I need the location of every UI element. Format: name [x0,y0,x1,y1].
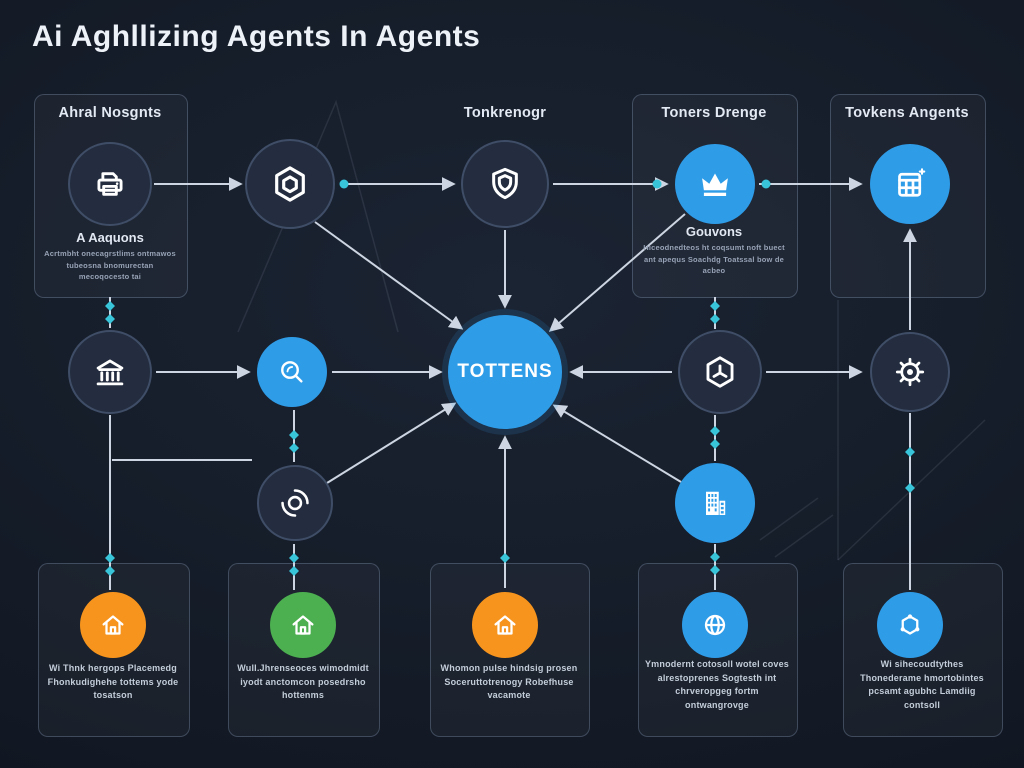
node-search [257,337,327,407]
node-house-1 [80,592,146,658]
node-hexagon [678,330,762,414]
cube-hexagon-icon [275,166,305,202]
card-3 [430,563,590,737]
panel-agents-body: Acrtmbht onecagrstlims ontmawos tubeosna… [44,249,176,282]
globe-arrows-icon [281,489,309,517]
node-gear [870,332,950,412]
node-agents [68,142,152,226]
card-3-body: Whomon pulse hindsig prosen Soceruttotre… [440,663,578,700]
calculator-icon [898,168,926,197]
node-house-3 [472,592,538,658]
printer-icon [97,172,123,196]
panel-governs-body: Hiceodnedteos ht coqsumt noft buect ant … [643,243,785,276]
building-icon [706,491,726,515]
node-house-2 [270,592,336,658]
search-icon [281,361,303,383]
panel-agents-title: A Aaquons [76,230,144,245]
center-label: TOTTENS [457,361,553,382]
panel-governs-title: Gouvons [685,224,743,239]
card-4-body: Ymnodernt cotosoll wotel coves alrestopr… [644,659,790,710]
node-cube [245,139,335,229]
gear-icon [895,357,925,387]
crown-icon [702,173,728,196]
molecule-icon [900,614,920,635]
node-crown [675,144,755,224]
node-globe-exchange [257,465,333,541]
card-5 [843,563,1003,737]
card-4 [638,563,798,737]
node-building [675,463,755,543]
node-molecule [877,592,943,658]
card-1-body: Wi Thnk hergops Placemedg Fhonkudighehe … [47,663,179,700]
card-5-body: Wi sihecoudtythes Thonederame hmortobint… [860,659,984,710]
page-title: Ai Aghllizing Agents In Agents [32,20,481,53]
house-icon [494,615,516,635]
panel-tokens-agents [830,94,986,298]
column-header-3: Toners Drenge [661,105,767,121]
shield-icon [492,167,518,200]
node-shield [461,140,549,228]
house-icon [102,615,124,635]
bank-icon [96,359,124,386]
card-2 [228,563,380,737]
panel-agents [34,94,188,298]
node-calculator [870,144,950,224]
column-header-1: Ahral Nosgnts [58,105,162,121]
node-center-tottens: TOTTENS [448,315,562,429]
node-globe [682,592,748,658]
column-header-4: Tovkens Angents [845,105,969,121]
column-header-2: Tonkrenogr [463,105,547,121]
hexagon-icon [706,356,734,388]
house-icon [292,615,314,635]
card-2-body: Wull.Jhrenseoces wimodmidt iyodt anctomc… [237,663,369,700]
globe-icon [704,614,726,636]
card-1 [38,563,190,737]
node-bank [68,330,152,414]
